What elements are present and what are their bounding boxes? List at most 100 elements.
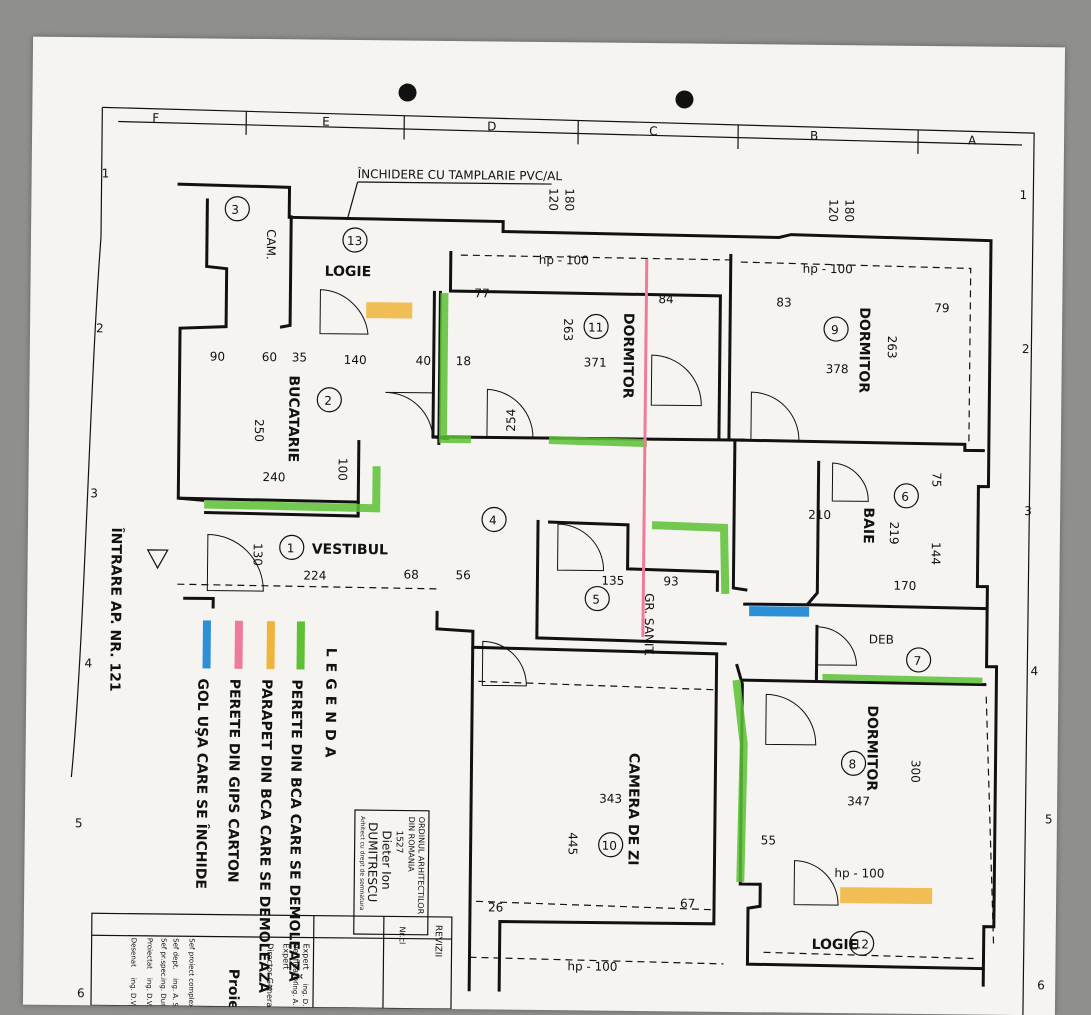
axis-num-2-right: 2 [1022, 342, 1030, 356]
svg-text:55: 55 [761, 833, 776, 847]
legend-item-green: PERETE DIN BCA CARE SE DEMOLEAZĂ [285, 679, 306, 982]
room-6-num: 6 [901, 490, 909, 504]
room-7-num: 7 [914, 654, 922, 668]
axis-num-1-right: 1 [1019, 188, 1027, 202]
svg-text:Desenat: Desenat [129, 938, 137, 967]
axis-letters: F E D C B A [152, 110, 977, 155]
room-5-name: GR. SANIT. [642, 593, 657, 656]
title-block-company: Proiec... [225, 969, 242, 1015]
svg-text:ing. A. S.: ing. A. S. [171, 978, 179, 1009]
room-12-name: LOGIE [812, 937, 859, 953]
svg-text:DIN ROMANIA: DIN ROMANIA [406, 817, 416, 873]
svg-text:Arhitect cu drept de semnatura: Arhitect cu drept de semnatura [358, 816, 366, 911]
svg-text:77: 77 [474, 286, 489, 300]
room-5-num: 5 [592, 593, 600, 607]
room-7-name: DEB [869, 632, 894, 646]
axis-num-3: 3 [90, 486, 98, 500]
room-13-num: 13 [347, 234, 362, 248]
axis-letter-b: B [810, 129, 818, 143]
svg-text:135: 135 [601, 574, 624, 588]
svg-text:68: 68 [403, 568, 418, 582]
axis-letter-c: C [649, 124, 658, 138]
svg-text:219: 219 [887, 522, 901, 545]
svg-text:ing. D.V.: ing. D.V. [145, 978, 153, 1007]
svg-text:170: 170 [893, 579, 916, 593]
svg-text:343: 343 [599, 792, 622, 806]
svg-text:180: 180 [562, 188, 576, 211]
svg-text:Dieter Ion: Dieter Ion [379, 830, 394, 889]
svg-text:DUMITRESCU: DUMITRESCU [365, 822, 380, 902]
axis-letter-e: E [322, 115, 330, 129]
svg-text:Proiectat: Proiectat [145, 938, 153, 969]
header-note: ÎNCHIDERE CU TAMPLARIE PVC/AL [357, 166, 563, 183]
svg-text:90: 90 [210, 349, 225, 363]
svg-text:254: 254 [504, 409, 518, 432]
svg-text:120: 120 [546, 188, 560, 211]
interior-walls [276, 215, 991, 684]
axis-num-4: 4 [84, 656, 92, 670]
room-1-num: 1 [287, 541, 295, 555]
svg-text:26: 26 [488, 900, 503, 914]
axis-num-4-right: 4 [1030, 664, 1038, 678]
room-6-name: BAIE [860, 507, 876, 543]
room-3-name: CAM. [264, 229, 278, 260]
svg-text:hp - 100: hp - 100 [834, 866, 884, 881]
svg-text:263: 263 [561, 318, 575, 341]
svg-text:Sef pr.spec.: Sef pr.spec. [159, 938, 167, 979]
svg-text:75: 75 [929, 472, 943, 487]
room-11-name: DORMITOR [619, 313, 636, 399]
svg-text:Verificator: Verificator [291, 943, 300, 985]
svg-text:140: 140 [344, 353, 367, 367]
room-2-name: BUCATARIE [285, 375, 302, 462]
legend-swatch-pink [234, 621, 243, 669]
room-2-num: 2 [324, 394, 332, 408]
svg-text:93: 93 [663, 574, 678, 588]
punch-hole-left [398, 83, 416, 101]
svg-text:100: 100 [335, 458, 349, 481]
room-10-name: CAMERA DE ZI [624, 753, 641, 866]
legend-title: LEGENDA [322, 648, 339, 764]
closed-door-blue [749, 606, 809, 617]
legend-item-pink: PERETE DIN GIPS CARTON [224, 679, 242, 883]
svg-text:378: 378 [826, 362, 849, 376]
svg-text:130: 130 [251, 543, 265, 566]
svg-text:Expert: Expert [301, 943, 310, 969]
svg-text:40: 40 [416, 354, 431, 368]
axis-num-5-right: 5 [1045, 812, 1053, 826]
room-1-name: VESTIBUL [312, 542, 388, 559]
entrance-label: ÎNTRARE AP. NR. 121 [106, 527, 125, 691]
svg-text:Sef proiect complex: Sef proiect complex [187, 938, 196, 1008]
legend-swatch-green [296, 621, 305, 669]
svg-text:224: 224 [303, 568, 326, 582]
svg-text:120: 120 [826, 199, 840, 222]
floor-plan-drawing: F E D C B A 1 2 3 4 5 6 1 2 3 4 5 6 [23, 37, 1065, 1015]
svg-text:144: 144 [929, 542, 943, 565]
axis-letter-f: F [152, 111, 159, 125]
axis-num-3-right: 3 [1024, 504, 1032, 518]
svg-text:Sef dept.: Sef dept. [171, 938, 179, 970]
svg-text:18: 18 [456, 354, 471, 368]
room-8-num: 8 [848, 757, 856, 771]
legend-swatch-orange [266, 621, 275, 669]
svg-text:Nr.cl: Nr.cl [398, 926, 407, 944]
title-block-revizii: REVIZII [432, 925, 442, 957]
room-9-num: 9 [831, 323, 839, 337]
svg-text:hp - 100: hp - 100 [539, 253, 589, 268]
frame-left-curve [71, 107, 102, 777]
axis-num-5: 5 [75, 816, 83, 830]
axis-letter-d: D [487, 119, 496, 133]
frame-top-inner [118, 122, 1022, 145]
room-11-num: 11 [588, 320, 603, 334]
svg-text:Expert: Expert [281, 943, 290, 969]
svg-text:ing. D.V.: ing. D.V. [129, 978, 137, 1007]
svg-text:ORDINUL ARHITECTILOR: ORDINUL ARHITECTILOR [416, 817, 426, 915]
svg-text:1527: 1527 [394, 830, 404, 853]
entrance-arrow-icon [148, 550, 168, 568]
svg-text:67: 67 [680, 896, 695, 910]
svg-text:240: 240 [262, 470, 285, 484]
svg-text:hp - 100: hp - 100 [803, 262, 853, 277]
room-9-name: DORMITOR [855, 307, 872, 393]
svg-text:79: 79 [934, 301, 949, 315]
svg-text:35: 35 [292, 350, 307, 364]
